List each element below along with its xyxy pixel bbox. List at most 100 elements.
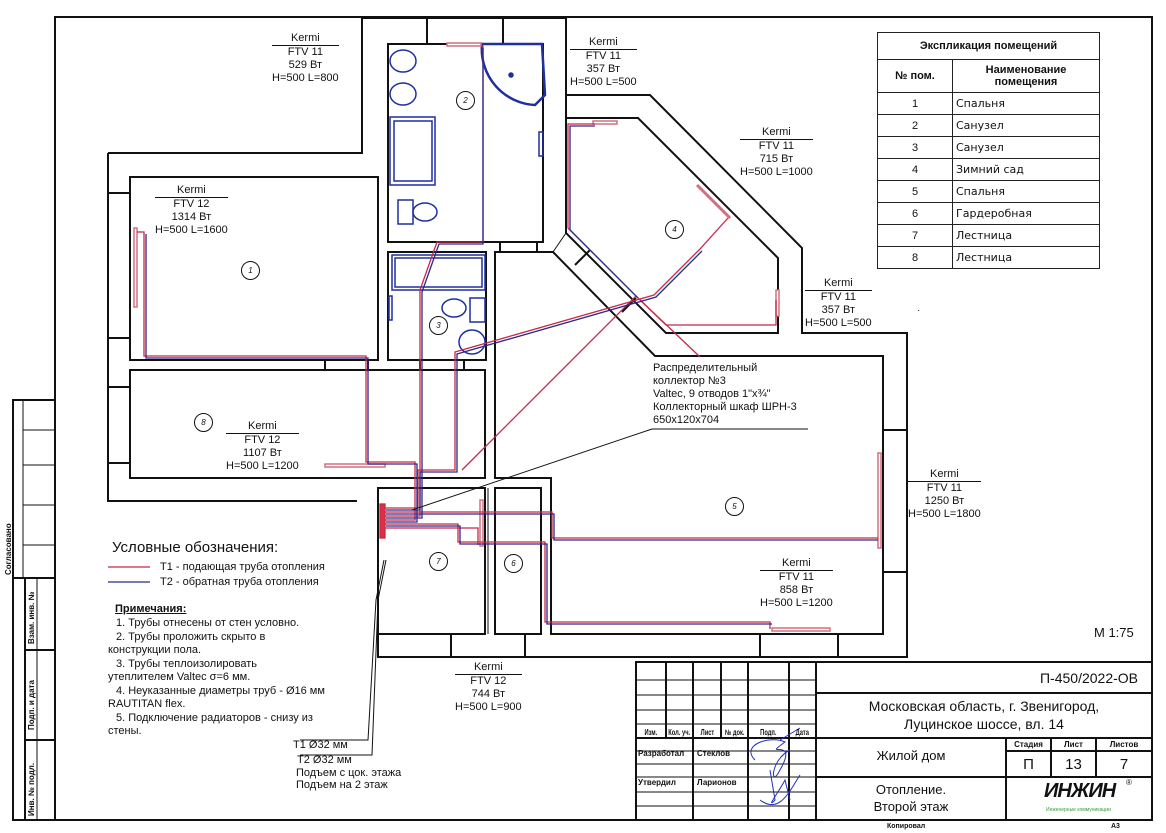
- room-name: Спальня: [952, 92, 1100, 115]
- tb-header-cell: Подп.: [749, 727, 788, 738]
- riser-to-label: Подъем на 2 этаж: [296, 779, 388, 791]
- room-explication-table: Экспликация помещений № пом. Наименовани…: [877, 32, 1100, 269]
- room-name: Спальня: [952, 180, 1100, 203]
- tb-header-cell: Дата: [790, 727, 815, 738]
- radiator-brand: Kermi: [455, 661, 522, 675]
- tb-document-code: П-450/2022-ОВ: [1039, 670, 1138, 686]
- note-line: 3. Трубы теплоизолировать: [116, 657, 257, 670]
- title-block-grid: [635, 661, 1153, 821]
- radiator-size: H=500 L=1600: [155, 224, 228, 236]
- heating-pipes: [137, 46, 878, 756]
- radiator-label: Kermi FTV 12 744 Вт H=500 L=900: [455, 661, 522, 714]
- legend-title: Условные обозначения:: [112, 539, 279, 556]
- room-number: 2: [877, 114, 953, 137]
- radiator-model: FTV 11: [820, 291, 856, 303]
- radiator-room-8: [324, 463, 386, 468]
- riser-from-label: Подъем с цок. этажа: [296, 767, 402, 779]
- stray-dot: ·: [917, 305, 921, 316]
- walls: [107, 17, 908, 658]
- note-line: 1. Трубы отнесены от стен условно.: [116, 617, 300, 629]
- collector-label-line: Коллекторный шкаф ШРН-3: [653, 401, 797, 413]
- radiator-power: 1314 Вт: [171, 211, 212, 223]
- radiators: [133, 42, 882, 632]
- radiator-label: Kermi FTV 12 1107 Вт H=500 L=1200: [226, 420, 299, 473]
- room-number: 6: [877, 202, 953, 225]
- tb-header-cell: Лист: [694, 727, 720, 738]
- radiator-power: 529 Вт: [288, 59, 323, 71]
- note-line: утеплителем Valtec σ=6 мм.: [108, 671, 251, 683]
- collector-label-line: Valtec, 9 отводов 1"х¾": [653, 388, 771, 400]
- radiator-brand: Kermi: [570, 36, 637, 50]
- radiator-power: 858 Вт: [779, 584, 814, 596]
- room-marker: 7: [429, 552, 448, 571]
- tb-developed-name: Стеклов: [697, 749, 731, 758]
- left-stamp-strip: [12, 399, 56, 821]
- riser-leader-t1: [300, 559, 385, 741]
- room-number: 4: [877, 158, 953, 181]
- registered-mark-icon: ®: [1126, 778, 1132, 787]
- tb-header-cell: № док.: [722, 727, 747, 738]
- tb-header: Дата: [795, 728, 810, 737]
- radiator-label: Kermi FTV 11 357 Вт H=500 L=500: [805, 277, 872, 330]
- legend-t2-label: Т2 - обратная труба отопления: [160, 576, 319, 588]
- radiator-model: FTV 11: [585, 50, 621, 62]
- drawing-scale: М 1:75: [1094, 625, 1134, 640]
- signature: [750, 727, 801, 806]
- riser-leader-t2: [300, 559, 387, 756]
- collector-label-line: 650х120х704: [653, 414, 720, 426]
- radiator-room-4-diagonal: [695, 183, 732, 220]
- room-marker: 8: [194, 413, 213, 432]
- room-5-outline: [494, 251, 884, 635]
- note-line: стены.: [108, 725, 142, 737]
- note-line: 4. Неуказанные диаметры труб - Ø16 мм: [116, 684, 325, 697]
- tb-stage: П: [1023, 756, 1034, 773]
- tb-drawing-title-line: Второй этаж: [873, 799, 949, 814]
- room-marker: 6: [504, 554, 523, 573]
- room-8-outline: [129, 369, 486, 479]
- radiator-label: Kermi FTV 12 1314 Вт H=500 L=1600: [155, 184, 228, 237]
- radiator-brand: Kermi: [760, 557, 833, 571]
- column-header-number: № пом.: [877, 59, 953, 93]
- collector: [379, 503, 386, 539]
- room-3-outline: [387, 251, 487, 361]
- tb-stage-label: Стадия: [1014, 740, 1043, 749]
- tb-sheet: 13: [1065, 756, 1082, 773]
- tb-header: Лист: [700, 728, 714, 737]
- radiator-model: FTV 12: [173, 198, 210, 210]
- room-name: Санузел: [952, 136, 1100, 159]
- radiator-brand: Kermi: [226, 420, 299, 434]
- room-7-outline: [377, 487, 486, 635]
- stamp-replace-label: Взам. инв. №: [27, 591, 36, 645]
- radiator-size: H=500 L=1200: [760, 597, 833, 609]
- radiator-power: 357 Вт: [821, 304, 856, 316]
- radiator-model: FTV 11: [926, 482, 963, 494]
- tb-drawing-title-line: Отопление.: [875, 782, 947, 797]
- radiator-brand: Kermi: [740, 126, 813, 140]
- radiator-label: Kermi FTV 11 858 Вт H=500 L=1200: [760, 557, 833, 610]
- room-1-outline: [129, 176, 379, 361]
- radiator-size: H=500 L=500: [805, 317, 872, 329]
- radiator-label: Kermi FTV 11 357 Вт H=500 L=500: [570, 36, 637, 89]
- room-number: 3: [877, 136, 953, 159]
- radiator-room-5-bottom: [771, 627, 831, 632]
- room-name: Лестница: [952, 224, 1100, 247]
- radiator-model: FTV 11: [287, 46, 323, 58]
- stamp-sign-date-label: Подп. и дата: [27, 680, 36, 730]
- note-line: 5. Подключение радиаторов - снизу из: [116, 711, 313, 724]
- radiator-label: Kermi FTV 11 529 Вт H=500 L=800: [272, 32, 339, 85]
- radiator-size: H=500 L=500: [570, 76, 637, 88]
- column-header-name: Наименование помещения: [952, 59, 1100, 93]
- tb-sheet-label: Лист: [1064, 740, 1083, 749]
- radiator-size: H=500 L=1000: [740, 166, 813, 178]
- radiator-room-7: [479, 499, 484, 547]
- company-logo: ИНЖИН: [1044, 780, 1116, 802]
- radiator-room-5-right: [877, 452, 882, 549]
- radiator-model: FTV 12: [470, 675, 507, 687]
- tb-format: А3: [1111, 823, 1120, 830]
- notes-title: Примечания:: [115, 603, 187, 615]
- radiator-power: 357 Вт: [586, 63, 621, 75]
